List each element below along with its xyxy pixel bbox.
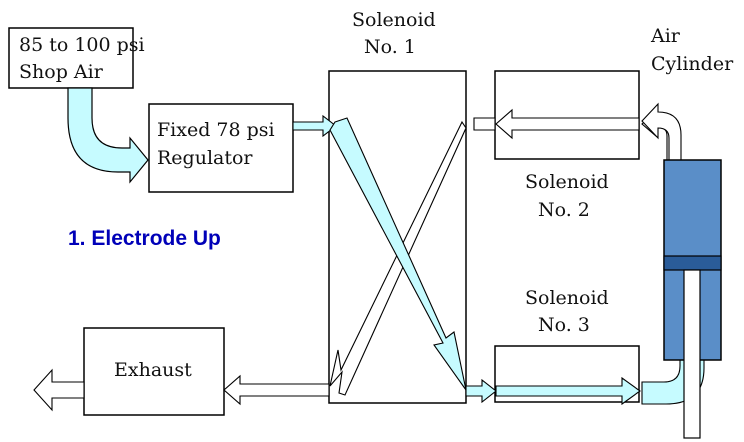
solenoid1-to-exhaust-arrow bbox=[223, 374, 330, 406]
regulator-label-line1: Fixed 78 psi bbox=[157, 119, 275, 141]
solenoid-2-label-line1: Solenoid bbox=[525, 171, 609, 193]
cylinder-top-pipe bbox=[641, 102, 682, 161]
solenoid3-flow-arrow bbox=[495, 376, 641, 406]
solenoid-2-box bbox=[494, 70, 640, 160]
exhaust-outlet-arrow bbox=[33, 368, 85, 412]
cylinder-rod bbox=[683, 269, 701, 439]
solenoid-2-label-line2: No. 2 bbox=[538, 199, 590, 221]
air-cylinder-label-line2: Cylinder bbox=[651, 53, 734, 75]
cylinder-piston bbox=[663, 255, 722, 271]
exhaust-label: Exhaust bbox=[114, 359, 192, 381]
air-cylinder-label-line1: Air bbox=[651, 25, 680, 47]
shop-air-box bbox=[8, 27, 134, 89]
shop-air-label-line1: 85 to 100 psi bbox=[19, 34, 145, 56]
shop-air-label-line2: Shop Air bbox=[19, 61, 103, 83]
regulator-label-line2: Regulator bbox=[157, 147, 253, 169]
supply-flow-arrow bbox=[67, 87, 149, 184]
state-label: 1. Electrode Up bbox=[68, 227, 221, 250]
solenoid-1-label-line2: No. 1 bbox=[364, 36, 416, 58]
solenoid2-return-arrow bbox=[495, 108, 640, 140]
exhaust-box bbox=[83, 327, 225, 416]
regulator-to-solenoid1-arrow bbox=[292, 114, 337, 138]
solenoid-3-label-line2: No. 3 bbox=[538, 314, 590, 336]
solenoid2-to-solenoid1-arrow bbox=[473, 117, 496, 131]
solenoid-3-label-line1: Solenoid bbox=[525, 287, 609, 309]
regulator-box bbox=[148, 103, 294, 193]
solenoid1-to-solenoid3-arrow bbox=[465, 378, 497, 404]
solenoid-1-label-line1: Solenoid bbox=[352, 9, 436, 31]
